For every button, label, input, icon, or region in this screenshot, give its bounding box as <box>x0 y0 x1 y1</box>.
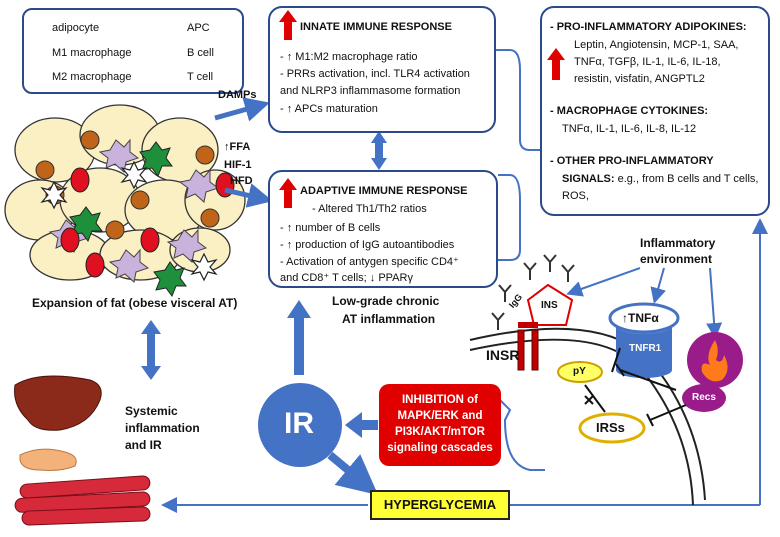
innate-box: INNATE IMMUNE RESPONSE - ↑ M1:M2 macroph… <box>268 6 496 133</box>
ros-fire-icon <box>682 332 743 412</box>
adipokine-line: resistin, visfatin, ANGPTL2 <box>574 73 705 85</box>
adipokine-line: TNFα, TGFβ, IL-1, IL-6, IL-18, <box>574 56 721 68</box>
label-lowgrade-1: Low-grade chronic <box>332 294 440 308</box>
red-up-arrow-icon <box>284 186 292 208</box>
muscle-illustration <box>14 475 151 526</box>
bracket-right <box>496 49 540 151</box>
inhibition-line: INHIBITION of <box>401 394 479 406</box>
other-text: e.g., from B cells and T cells, <box>614 173 759 185</box>
insr-receptor <box>517 322 539 371</box>
hyperglycemia-box: HYPERGLYCEMIA <box>370 490 510 520</box>
arrow-inhibition-to-ir <box>345 412 378 438</box>
adipokine-line: Leptin, Angiotensin, MCP-1, SAA, <box>574 39 739 51</box>
tnfr1-receptor <box>608 302 680 378</box>
label-hfd: HFD <box>230 175 253 187</box>
label-ins: INS <box>541 300 558 311</box>
arrow-innate-adaptive <box>371 131 387 170</box>
legend-box: adipocyte M1 macrophage M2 macrophage AP… <box>22 8 244 94</box>
arrow-ir-hyperglycemia <box>327 451 379 496</box>
arrow-ir-up <box>287 300 311 375</box>
adaptive-sub: - Altered Th1/Th2 ratios <box>312 203 427 215</box>
arrow-hfd <box>224 183 273 208</box>
adaptive-box: ADAPTIVE IMMUNE RESPONSE - Altered Th1/T… <box>268 170 498 288</box>
py-ellipse <box>557 361 603 383</box>
innate-item: - ↑ APCs maturation <box>280 103 378 115</box>
innate-title: INNATE IMMUNE RESPONSE <box>300 21 452 33</box>
red-up-arrow-icon <box>284 18 292 40</box>
label-irss: IRSs <box>596 420 625 435</box>
label-tnfa: ↑TNFα <box>622 311 659 325</box>
adaptive-title: ADAPTIVE IMMUNE RESPONSE <box>300 185 468 197</box>
inhibition-line: MAPK/ERK and <box>397 410 483 422</box>
legend-bcell: B cell <box>187 47 214 59</box>
red-up-arrow-icon <box>552 58 560 80</box>
legend-adipocyte: adipocyte <box>52 22 100 34</box>
arrow-damps <box>214 97 270 122</box>
legend-m2: M2 macrophage <box>52 71 132 83</box>
inhibition-line: PI3K/AKT/mTOR <box>395 426 485 438</box>
innate-item: - PRRs activation, incl. TLR4 activation <box>280 68 470 80</box>
label-hif: HIF-1 <box>224 159 252 171</box>
innate-item: - ↑ M1:M2 macrophage ratio <box>280 51 418 63</box>
cytokines-list: TNFα, IL-1, IL-6, IL-8, IL-12 <box>562 123 697 135</box>
ins-pentagon <box>526 283 574 326</box>
fat-tissue-illustration <box>4 104 246 298</box>
label-ir: IR <box>284 407 314 440</box>
irss-ellipse <box>578 412 646 444</box>
label-damps: DAMPs <box>218 89 257 101</box>
label-expansion: Expansion of fat (obese visceral AT) <box>32 296 238 310</box>
adaptive-item: - ↑ production of IgG autoantibodies <box>280 239 455 251</box>
label-systemic-3: and IR <box>125 438 162 452</box>
label-insr: INSR <box>486 347 520 363</box>
label-env-2: environment <box>640 252 713 266</box>
label-ffa: ↑FFA <box>224 141 251 153</box>
adaptive-item: - ↑ number of B cells <box>280 222 381 234</box>
other-heading: - OTHER PRO-INFLAMMATORY <box>550 155 714 167</box>
other-heading-2: SIGNALS: <box>562 173 615 185</box>
arrow-expansion-systemic <box>141 320 161 380</box>
cytokines-heading: - MACROPHAGE CYTOKINES: <box>550 105 709 117</box>
legend-m1: M1 macrophage <box>52 47 132 59</box>
label-env-1: Inflammatory <box>640 236 716 250</box>
label-systemic-1: Systemic <box>125 404 178 418</box>
proinflammatory-box: - PRO-INFLAMMATORY ADIPOKINES: Leptin, A… <box>540 6 770 216</box>
inhibition-line: signaling cascades <box>387 442 493 454</box>
inhibition-box: INHIBITION of MAPK/ERK and PI3K/AKT/mTOR… <box>379 384 501 466</box>
ir-circle <box>258 383 342 467</box>
label-py: pY <box>573 366 586 377</box>
antibodies <box>491 254 575 330</box>
innate-item: and NLRP3 inflammasome formation <box>280 85 461 97</box>
adipokines-heading: - PRO-INFLAMMATORY ADIPOKINES: <box>550 21 747 33</box>
liver-illustration <box>14 375 102 431</box>
label-systemic-2: inflammation <box>125 421 200 435</box>
label-tnfr1: TNFR1 <box>629 343 662 354</box>
legend-apc: APC <box>187 22 210 34</box>
other-text-2: ROS, <box>562 190 589 202</box>
legend-tcell: T cell <box>187 71 214 83</box>
label-lowgrade-2: AT inflammation <box>342 312 436 326</box>
label-recs: Recs <box>692 392 716 403</box>
pancreas-illustration <box>19 448 77 471</box>
adaptive-item: and CD8⁺ T cells; ↓ PPARγ <box>280 272 413 284</box>
adaptive-item: - Activation of antygen specific CD4⁺ <box>280 256 459 268</box>
